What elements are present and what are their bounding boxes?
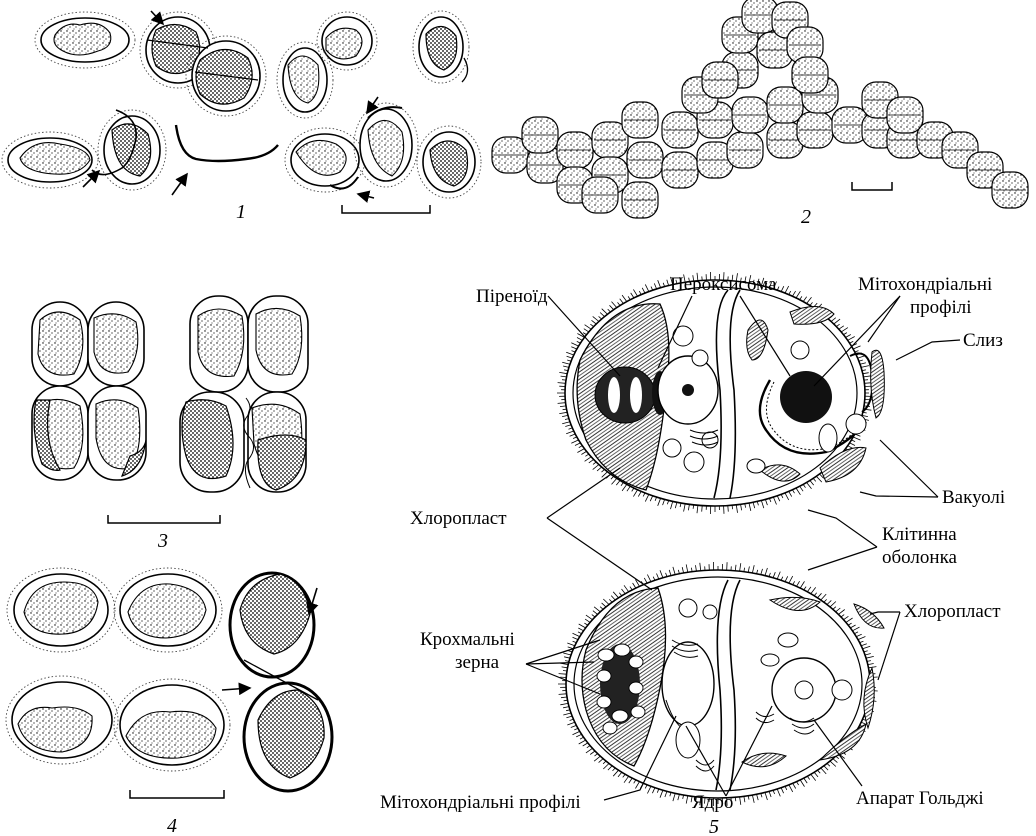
panel-4-cells <box>6 568 332 798</box>
panel-label-5: 5 <box>709 816 719 836</box>
label-cell-wall-1: Клітинна <box>882 524 957 545</box>
label-starch-1: Крохмальні <box>420 629 515 650</box>
label-starch-2: зерна <box>455 652 500 673</box>
panel-label-2: 2 <box>801 206 811 228</box>
panel-label-4: 4 <box>167 815 177 836</box>
panel-2-colony <box>492 0 1028 218</box>
label-mito-profiles-bottom: Мітохондріальні профілі <box>380 792 581 813</box>
label-cell-wall-2: оболонка <box>882 547 958 568</box>
label-peroxisome: Пероксисома <box>670 274 777 295</box>
label-chloroplast-right: Хлоропласт <box>904 601 1001 622</box>
panel-label-3: 3 <box>157 530 168 552</box>
label-pyrenoid: Піреноїд <box>476 286 548 307</box>
panel-2-scale-bar <box>852 182 892 190</box>
panel-label-1: 1 <box>236 201 246 223</box>
label-mito-profiles-top-2: профілі <box>910 297 972 318</box>
label-nucleus: Ядро <box>692 792 733 813</box>
label-golgi: Апарат Гольджі <box>856 788 984 809</box>
label-mito-profiles-top-1: Мітохондріальні <box>858 274 992 295</box>
label-vacuoles: Вакуолі <box>942 487 1005 508</box>
panel-3-tetrads <box>32 296 308 523</box>
panel-1-cells <box>2 11 481 213</box>
label-slime: Слиз <box>963 330 1003 351</box>
label-chloroplast-left: Хлоропласт <box>410 508 507 529</box>
